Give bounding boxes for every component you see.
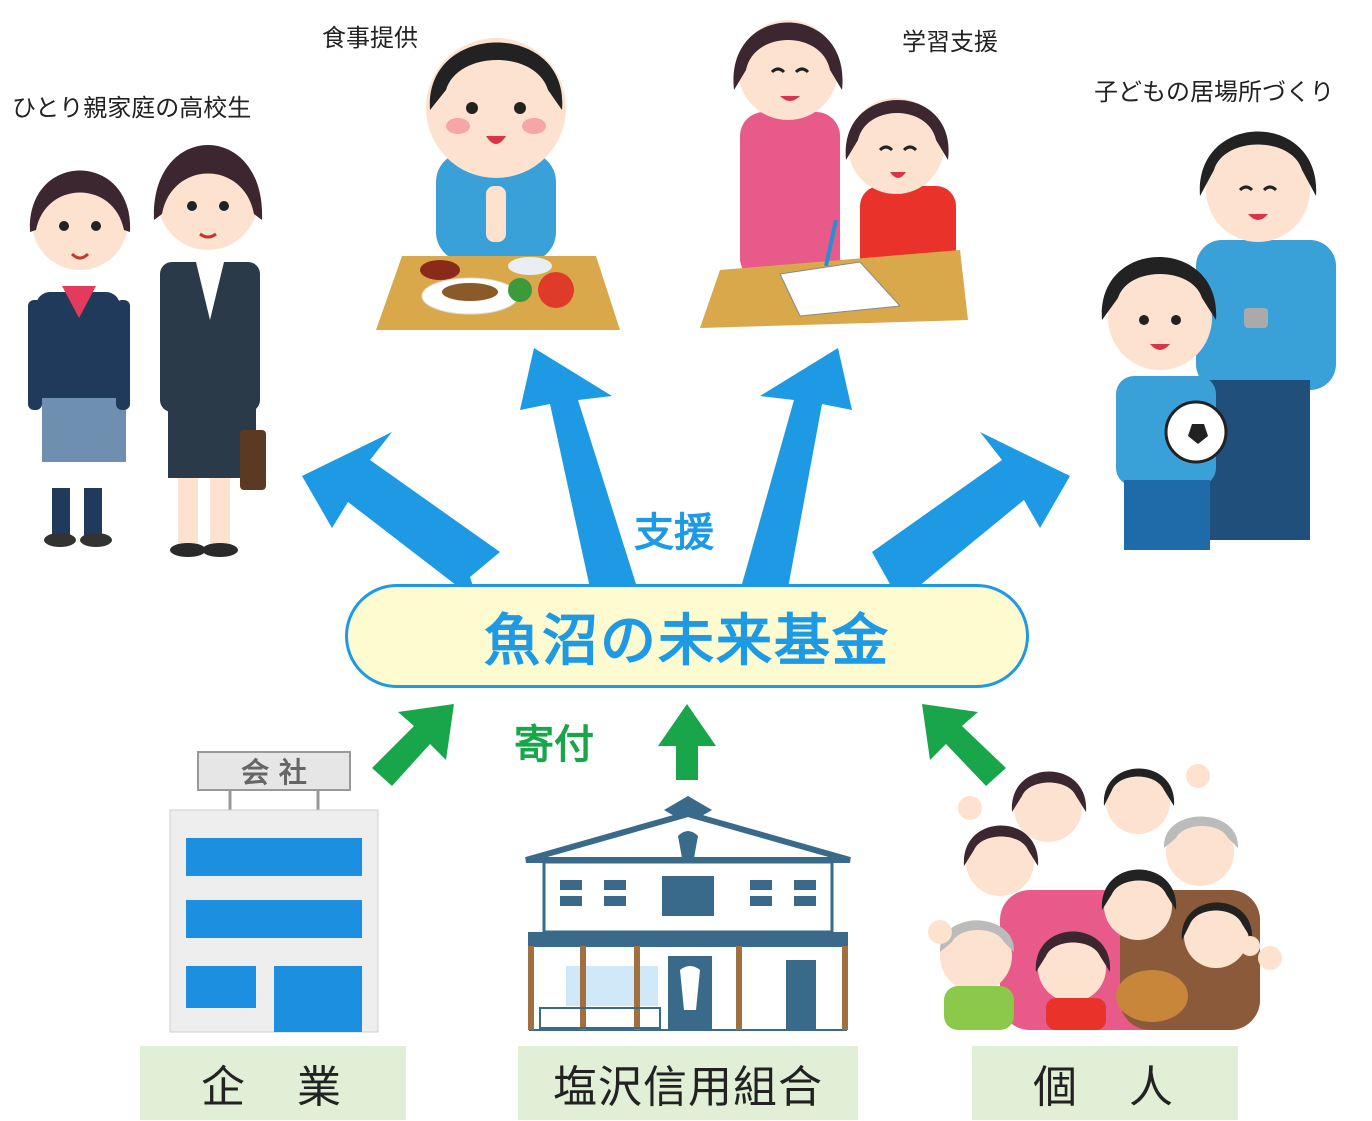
donor-company-box: 企 業 xyxy=(140,1046,406,1120)
donor-individual-box: 個 人 xyxy=(972,1046,1238,1120)
support-arrow-to-kids xyxy=(872,432,1070,602)
donation-label: 寄付 xyxy=(514,722,594,768)
credit-union-building-illustration xyxy=(525,796,851,1031)
caption-meal-provision: 食事提供 xyxy=(322,24,418,52)
individuals-illustration xyxy=(928,764,1282,1030)
support-arrow-to-meals xyxy=(520,348,636,588)
donor-company-label: 企 業 xyxy=(201,1062,345,1113)
kids-place-illustration xyxy=(1101,131,1336,550)
support-arrow-to-students xyxy=(302,432,500,602)
caption-study-support: 学習支援 xyxy=(902,28,998,56)
company-sign-text: 会 社 xyxy=(241,756,307,789)
donor-individual-label: 個 人 xyxy=(1033,1062,1177,1113)
study-illustration xyxy=(700,20,968,328)
donation-arrow-from-credit-union xyxy=(658,704,716,780)
support-label: 支援 xyxy=(634,510,714,556)
donor-credit-union-label: 塩沢信用組合 xyxy=(553,1062,823,1113)
caption-kids-place: 子どもの居場所づくり xyxy=(1094,78,1334,106)
fund-name: 魚沼の未来基金 xyxy=(484,608,890,674)
donation-arrow-from-individual xyxy=(922,704,1006,786)
support-arrows xyxy=(302,348,1070,602)
donation-arrows xyxy=(372,704,1006,786)
company-building-illustration: 会 社 xyxy=(169,751,379,1033)
students-illustration xyxy=(28,145,266,557)
fund-box: 魚沼の未来基金 xyxy=(345,584,1029,688)
donation-arrow-from-company xyxy=(372,704,454,786)
support-arrow-to-study xyxy=(742,348,852,588)
donor-credit-union-box: 塩沢信用組合 xyxy=(518,1046,858,1120)
meal-illustration xyxy=(376,38,620,330)
caption-single-parent-students: ひとり親家庭の高校生 xyxy=(12,94,252,122)
